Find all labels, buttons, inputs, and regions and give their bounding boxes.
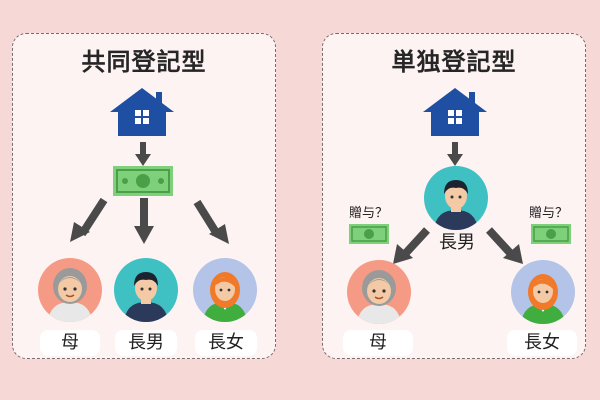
gift-question-left: 贈与？ <box>349 206 389 221</box>
single-registration-panel: 単独登記型 <box>322 33 586 359</box>
house-icon <box>421 86 489 138</box>
banknote-icon <box>349 224 389 244</box>
banknote-icon <box>531 224 571 244</box>
daughter-avatar <box>193 258 257 322</box>
arrow-to-mother-icon <box>68 196 112 246</box>
banknote-icon <box>113 166 173 196</box>
arrow-down-icon <box>447 142 463 166</box>
mother-avatar <box>347 260 411 324</box>
son-label: 長男 <box>115 330 177 356</box>
arrow-to-mother-icon <box>391 226 431 266</box>
arrow-to-daughter-icon <box>193 198 233 246</box>
mother-avatar <box>38 258 102 322</box>
gift-question-right: 贈与？ <box>529 206 569 221</box>
son-label: 長男 <box>439 232 475 253</box>
arrow-to-son-icon <box>134 198 154 244</box>
panel-title: 共同登記型 <box>81 48 207 76</box>
daughter-avatar <box>511 260 575 324</box>
son-avatar <box>114 258 178 322</box>
daughter-label: 長女 <box>507 330 577 356</box>
daughter-label: 長女 <box>195 330 257 356</box>
panel-title: 単独登記型 <box>391 48 517 76</box>
joint-registration-panel: 共同登記型 <box>12 33 276 359</box>
arrow-down-icon <box>135 142 151 166</box>
son-avatar <box>424 166 488 230</box>
house-icon <box>108 86 176 138</box>
arrow-to-daughter-icon <box>485 226 525 266</box>
mother-label: 母 <box>40 330 100 356</box>
mother-label: 母 <box>343 330 413 356</box>
